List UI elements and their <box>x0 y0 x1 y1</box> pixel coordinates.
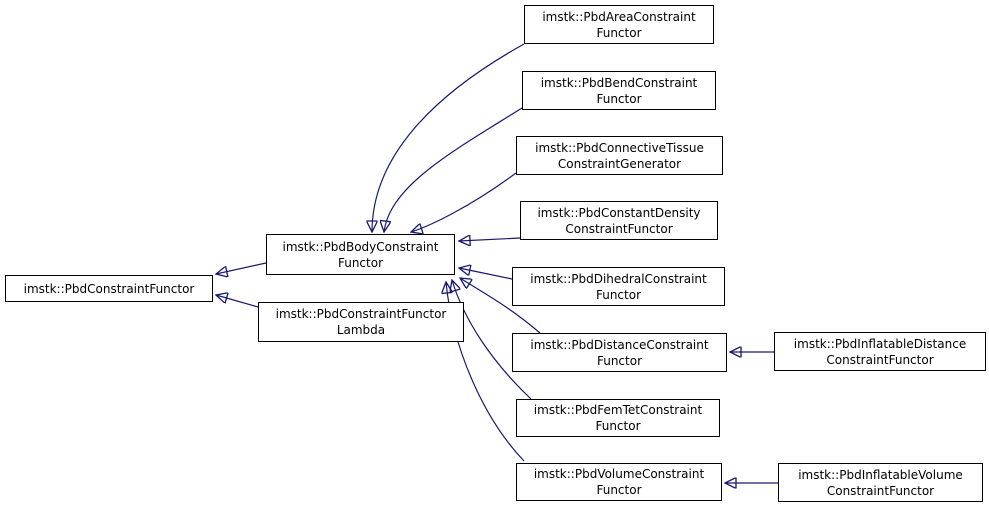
edge-body-to-base <box>216 262 267 274</box>
class-node-pbd-fem-tet-constraint-functor[interactable]: imstk::PbdFemTetConstraint Functor <box>516 399 720 437</box>
edge-bend-to-body <box>384 107 523 232</box>
class-node-pbd-constraint-functor-lambda[interactable]: imstk::PbdConstraintFunctor Lambda <box>258 302 464 342</box>
edge-fem-tet-to-body <box>452 280 532 400</box>
class-node-pbd-distance-constraint-functor[interactable]: imstk::PbdDistanceConstraint Functor <box>512 333 727 372</box>
class-node-pbd-body-constraint-functor[interactable]: imstk::PbdBodyConstraint Functor <box>266 234 455 275</box>
class-node-pbd-volume-constraint-functor[interactable]: imstk::PbdVolumeConstraint Functor <box>516 463 722 501</box>
class-node-pbd-connective-tissue-constraint-generator[interactable]: imstk::PbdConnectiveTissue ConstraintGen… <box>516 136 723 175</box>
edge-lambda-to-base <box>216 295 259 308</box>
class-node-pbd-bend-constraint-functor[interactable]: imstk::PbdBendConstraint Functor <box>522 71 716 110</box>
class-node-pbd-inflatable-volume-constraint-functor[interactable]: imstk::PbdInflatableVolume ConstraintFun… <box>778 463 983 502</box>
edge-distance-to-body <box>460 278 541 334</box>
class-node-pbd-constraint-functor[interactable]: imstk::PbdConstraintFunctor <box>5 275 213 302</box>
edge-area-to-body <box>372 43 525 232</box>
class-node-pbd-dihedral-constraint-functor[interactable]: imstk::PbdDihedralConstraint Functor <box>512 267 725 306</box>
edge-connective-tissue-to-body <box>411 172 517 232</box>
edge-dihedral-to-body <box>459 268 513 280</box>
class-node-pbd-inflatable-distance-constraint-functor[interactable]: imstk::PbdInflatableDistance ConstraintF… <box>774 332 986 371</box>
class-node-pbd-area-constraint-functor[interactable]: imstk::PbdAreaConstraint Functor <box>524 5 714 44</box>
class-node-pbd-constant-density-constraint-functor[interactable]: imstk::PbdConstantDensity ConstraintFunc… <box>520 201 718 240</box>
edge-constant-density-to-body <box>459 238 521 241</box>
